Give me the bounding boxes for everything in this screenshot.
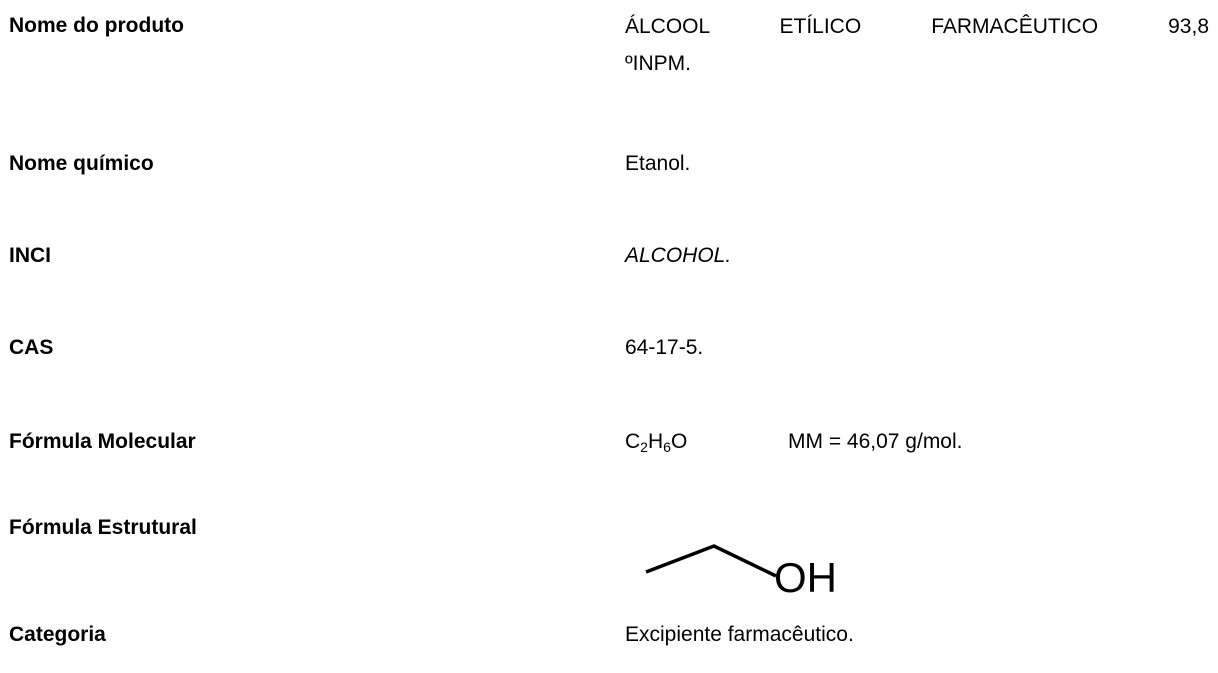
formula-h-sub: 6: [663, 439, 671, 455]
label-inci: INCI: [9, 244, 51, 267]
value-nome-do-produto: ÁLCOOL ETÍLICO FARMACÊUTICO 93,8 ºINPM.: [625, 8, 1209, 82]
value-nome-do-produto-line1: ÁLCOOL ETÍLICO FARMACÊUTICO 93,8: [625, 15, 1209, 38]
formula-text: C2H6O: [625, 430, 688, 455]
label-nome-quimico: Nome químico: [9, 152, 154, 175]
structural-formula-image: OH: [645, 544, 837, 600]
label-formula-estrutural: Fórmula Estrutural: [9, 516, 197, 539]
value-inci: ALCOHOL.: [625, 244, 732, 267]
value-cas: 64-17-5.: [625, 336, 704, 359]
hydroxyl-group-label: OH: [774, 554, 837, 600]
formula-h: H: [647, 430, 664, 453]
label-nome-do-produto: Nome do produto: [9, 14, 184, 37]
formula-c: C: [625, 430, 641, 453]
value-nome-quimico: Etanol.: [625, 152, 691, 175]
label-cas: CAS: [9, 336, 54, 359]
ethyl-chain-bonds: [645, 544, 777, 578]
value-nome-do-produto-line2: ºINPM.: [625, 52, 692, 75]
value-formula-molecular: C2H6O MM = 46,07 g/mol.: [625, 430, 1185, 458]
molar-mass: MM = 46,07 g/mol.: [788, 430, 963, 453]
label-categoria: Categoria: [9, 623, 106, 646]
label-formula-molecular: Fórmula Molecular: [9, 430, 196, 453]
formula-c-sub: 2: [640, 439, 648, 455]
formula-o: O: [670, 430, 688, 453]
value-categoria: Excipiente farmacêutico.: [625, 623, 854, 646]
